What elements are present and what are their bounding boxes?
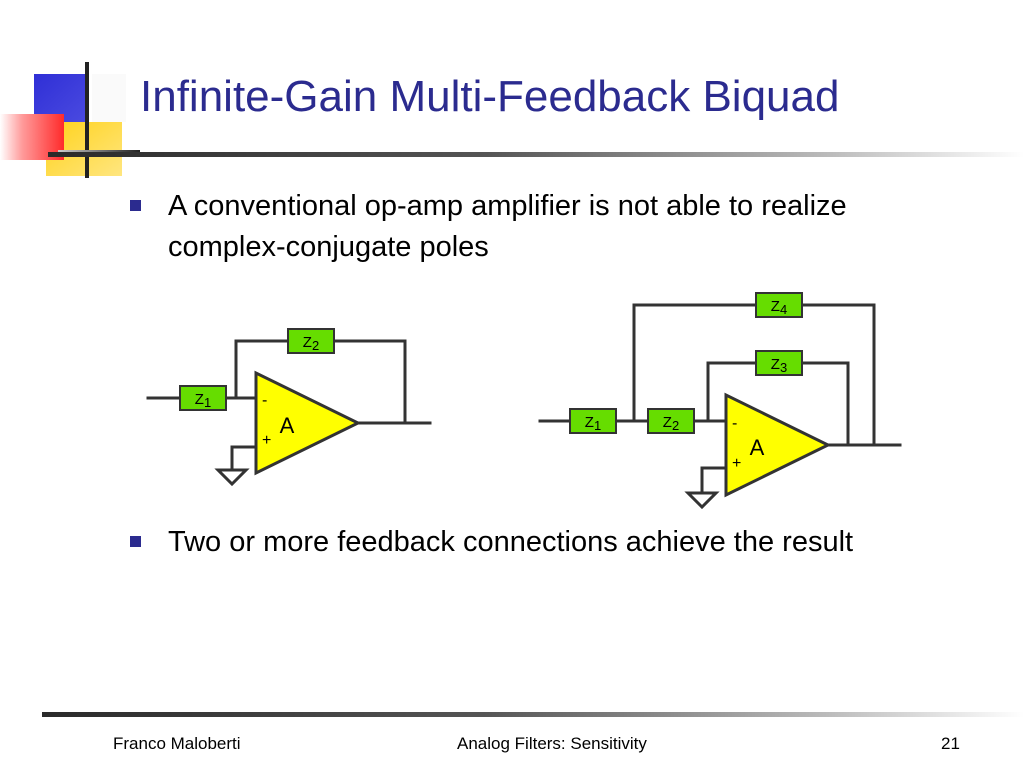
circuit1-opamp-triangle: [254, 370, 362, 476]
bullet-text: Two or more feedback connections achieve…: [168, 526, 854, 558]
circuit2-z4-label: Z4: [771, 298, 787, 317]
circuit2-impedance-z1: [569, 408, 617, 434]
circuit1-ground-icon: [214, 468, 250, 487]
circuit2-ground-icon: [684, 491, 720, 510]
circuit2-impedance-z3: [755, 350, 803, 376]
circuit1-opamp-plus: +: [262, 432, 271, 449]
bullet-item: A conventional op-amp amplifier is not a…: [130, 186, 890, 268]
circuit2-opamp-label: A: [750, 435, 765, 460]
circuit1-opamp-minus: -: [262, 392, 267, 409]
bullet-marker: [130, 200, 141, 211]
footer-course: Analog Filters: Sensitivity: [457, 734, 647, 753]
circuit2-z1-label: Z1: [585, 414, 601, 433]
circuit2-opamp-minus: -: [732, 415, 737, 432]
circuit2-opamp-plus: +: [732, 455, 741, 472]
circuit2-z2-label: Z2: [663, 414, 679, 433]
circuit1-impedance-z1: [179, 385, 227, 411]
footer-divider: [42, 712, 1024, 717]
circuit1-z2-label: Z2: [303, 334, 319, 353]
title-divider: [48, 152, 1024, 157]
footer-author: Franco Maloberti: [113, 734, 241, 753]
circuit1-wires: [146, 339, 432, 472]
circuit1-opamp-label: A: [280, 413, 295, 438]
circuit2-opamp-triangle: [724, 392, 832, 498]
deco-white-square: [92, 74, 126, 122]
slide-title: Infinite-Gain Multi-Feedback Biquad: [140, 72, 840, 121]
deco-vertical-line: [85, 62, 89, 178]
bullet-marker: [130, 536, 141, 547]
circuit2-impedance-z4: [755, 292, 803, 318]
circuit1-z1-label: Z1: [195, 391, 211, 410]
circuit2-impedance-z2: [647, 408, 695, 434]
circuit2-z3-label: Z3: [771, 356, 787, 375]
bullet-text: A conventional op-amp amplifier is not a…: [168, 190, 847, 263]
circuit1-impedance-z2: [287, 328, 335, 354]
circuit2-wires: [538, 303, 902, 495]
bullet-item: Two or more feedback connections achieve…: [130, 522, 890, 563]
footer-page-number: 21: [941, 734, 960, 753]
